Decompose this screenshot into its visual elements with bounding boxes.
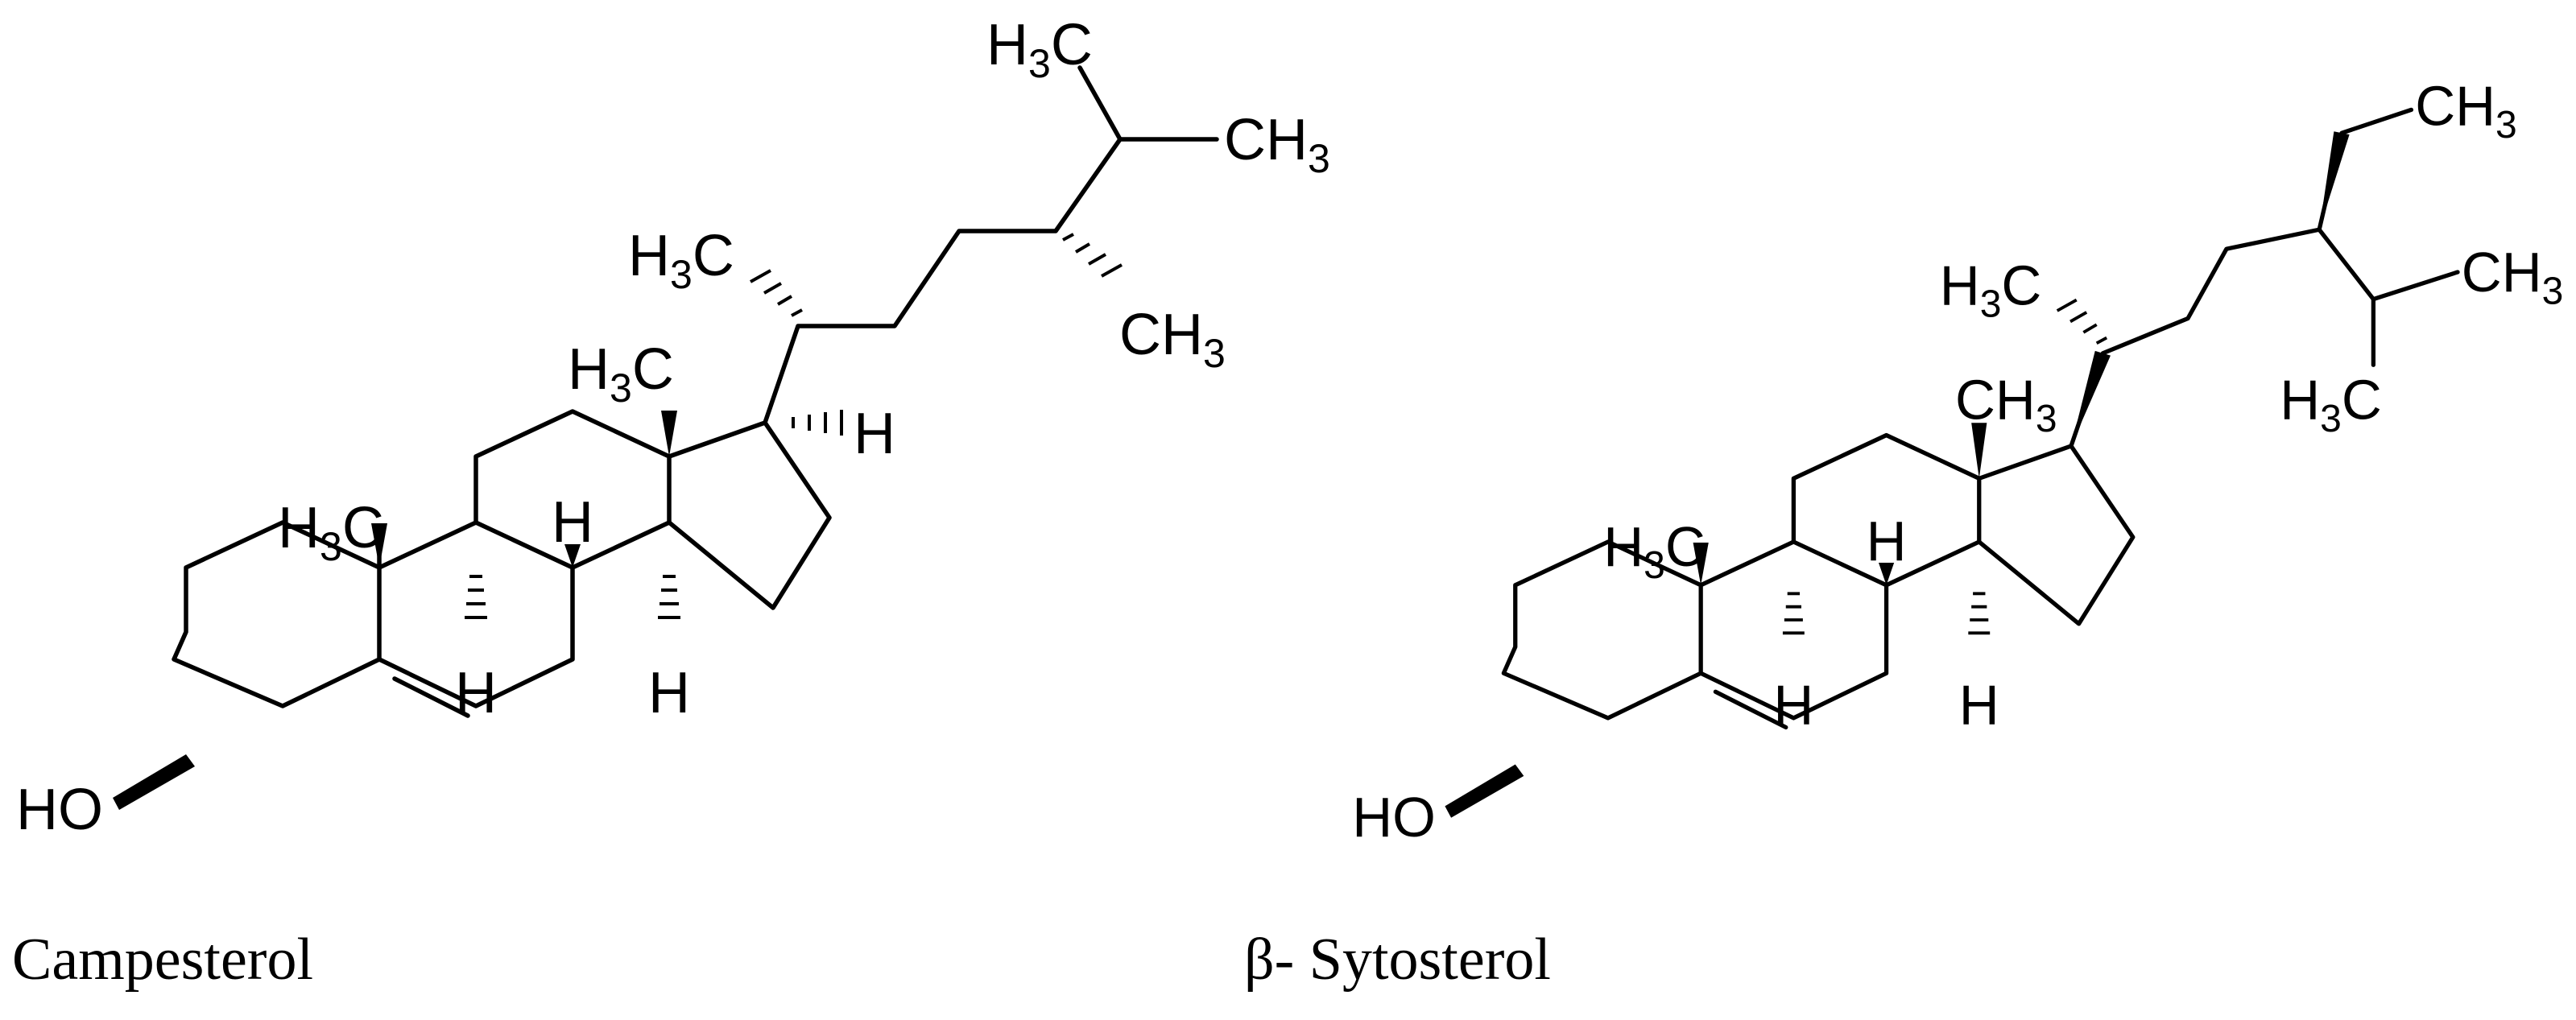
- c24-ethyl-wedge: [2319, 131, 2350, 230]
- ho-wedge: [1445, 764, 1524, 818]
- c10-methyl-label: H3C: [1603, 515, 1706, 587]
- c14-h-label: H: [648, 661, 690, 725]
- sitosterol-structure: HO H3C H H H CH3 H3C CH3 CH3 H3C: [1352, 75, 2563, 849]
- c17-h-hash: [792, 410, 843, 436]
- ring-b: [1698, 539, 1889, 721]
- campesterol-structure: HO H3C H H H H3C H H3C CH3 H3C CH3: [16, 13, 1330, 842]
- c14-h-hash: [658, 575, 680, 619]
- c10-methyl-wedge: [1693, 543, 1709, 585]
- isopropyl-up: [1077, 65, 1123, 142]
- c13-methyl-wedge: [661, 411, 677, 456]
- c24-methyl-hash: [1062, 233, 1123, 278]
- double-bond: [1713, 689, 1788, 730]
- isopropyl-branch: [2317, 227, 2460, 302]
- ring-c: [473, 409, 672, 570]
- c13-methyl-wedge: [1971, 423, 1987, 479]
- c8-h-wedge: [564, 544, 581, 568]
- ring-a: [172, 520, 382, 708]
- c8-h-label: H: [552, 490, 593, 555]
- isopropyl-left-label: H3C: [2280, 368, 2382, 440]
- c13-methyl-label: CH3: [1955, 368, 2057, 440]
- ring-a: [1501, 539, 1703, 721]
- c20-methyl-hash: [750, 269, 803, 317]
- ring-d: [1977, 444, 2136, 626]
- isopropyl-top-label: H3C: [986, 13, 1093, 86]
- c21-methyl-label: H3C: [1940, 254, 2042, 325]
- caption-sitosterol: β- Sytosterol: [1244, 927, 1551, 993]
- caption-campesterol: Campesterol: [12, 927, 314, 993]
- c8-h-wedge: [1878, 562, 1895, 585]
- c13-methyl-label: H3C: [568, 337, 674, 411]
- hydroxyl-label: HO: [16, 778, 103, 842]
- hydroxyl-label: HO: [1352, 786, 1436, 849]
- c17-side-wedge: [2071, 350, 2111, 446]
- ho-wedge: [113, 754, 195, 810]
- c9-h-hash: [1782, 592, 1805, 635]
- c17-h-label: H: [854, 402, 895, 466]
- c9-h-hash: [465, 575, 487, 619]
- c8-h-label: H: [1867, 510, 1907, 572]
- c20-methyl-hash: [2056, 298, 2108, 345]
- c14-h-label: H: [1959, 674, 1999, 737]
- c14-h-hash: [1968, 592, 1991, 635]
- side-chain: [763, 137, 1219, 425]
- ethyl-ch3-label: CH3: [2415, 75, 2517, 147]
- double-bond: [392, 676, 470, 718]
- ring-c: [1791, 432, 1982, 588]
- c10-methyl-label: H3C: [278, 496, 384, 569]
- isopropyl-right-label: CH3: [2462, 241, 2564, 312]
- isopropyl-right-label: CH3: [1224, 108, 1330, 181]
- c9-h-label: H: [455, 661, 497, 725]
- c10-methyl-wedge: [371, 523, 387, 568]
- c9-h-label: H: [1773, 674, 1813, 737]
- ring-b: [377, 520, 575, 708]
- ring-d: [667, 420, 832, 610]
- c24-methyl-label: CH3: [1119, 303, 1226, 376]
- c21-methyl-label: H3C: [628, 224, 734, 297]
